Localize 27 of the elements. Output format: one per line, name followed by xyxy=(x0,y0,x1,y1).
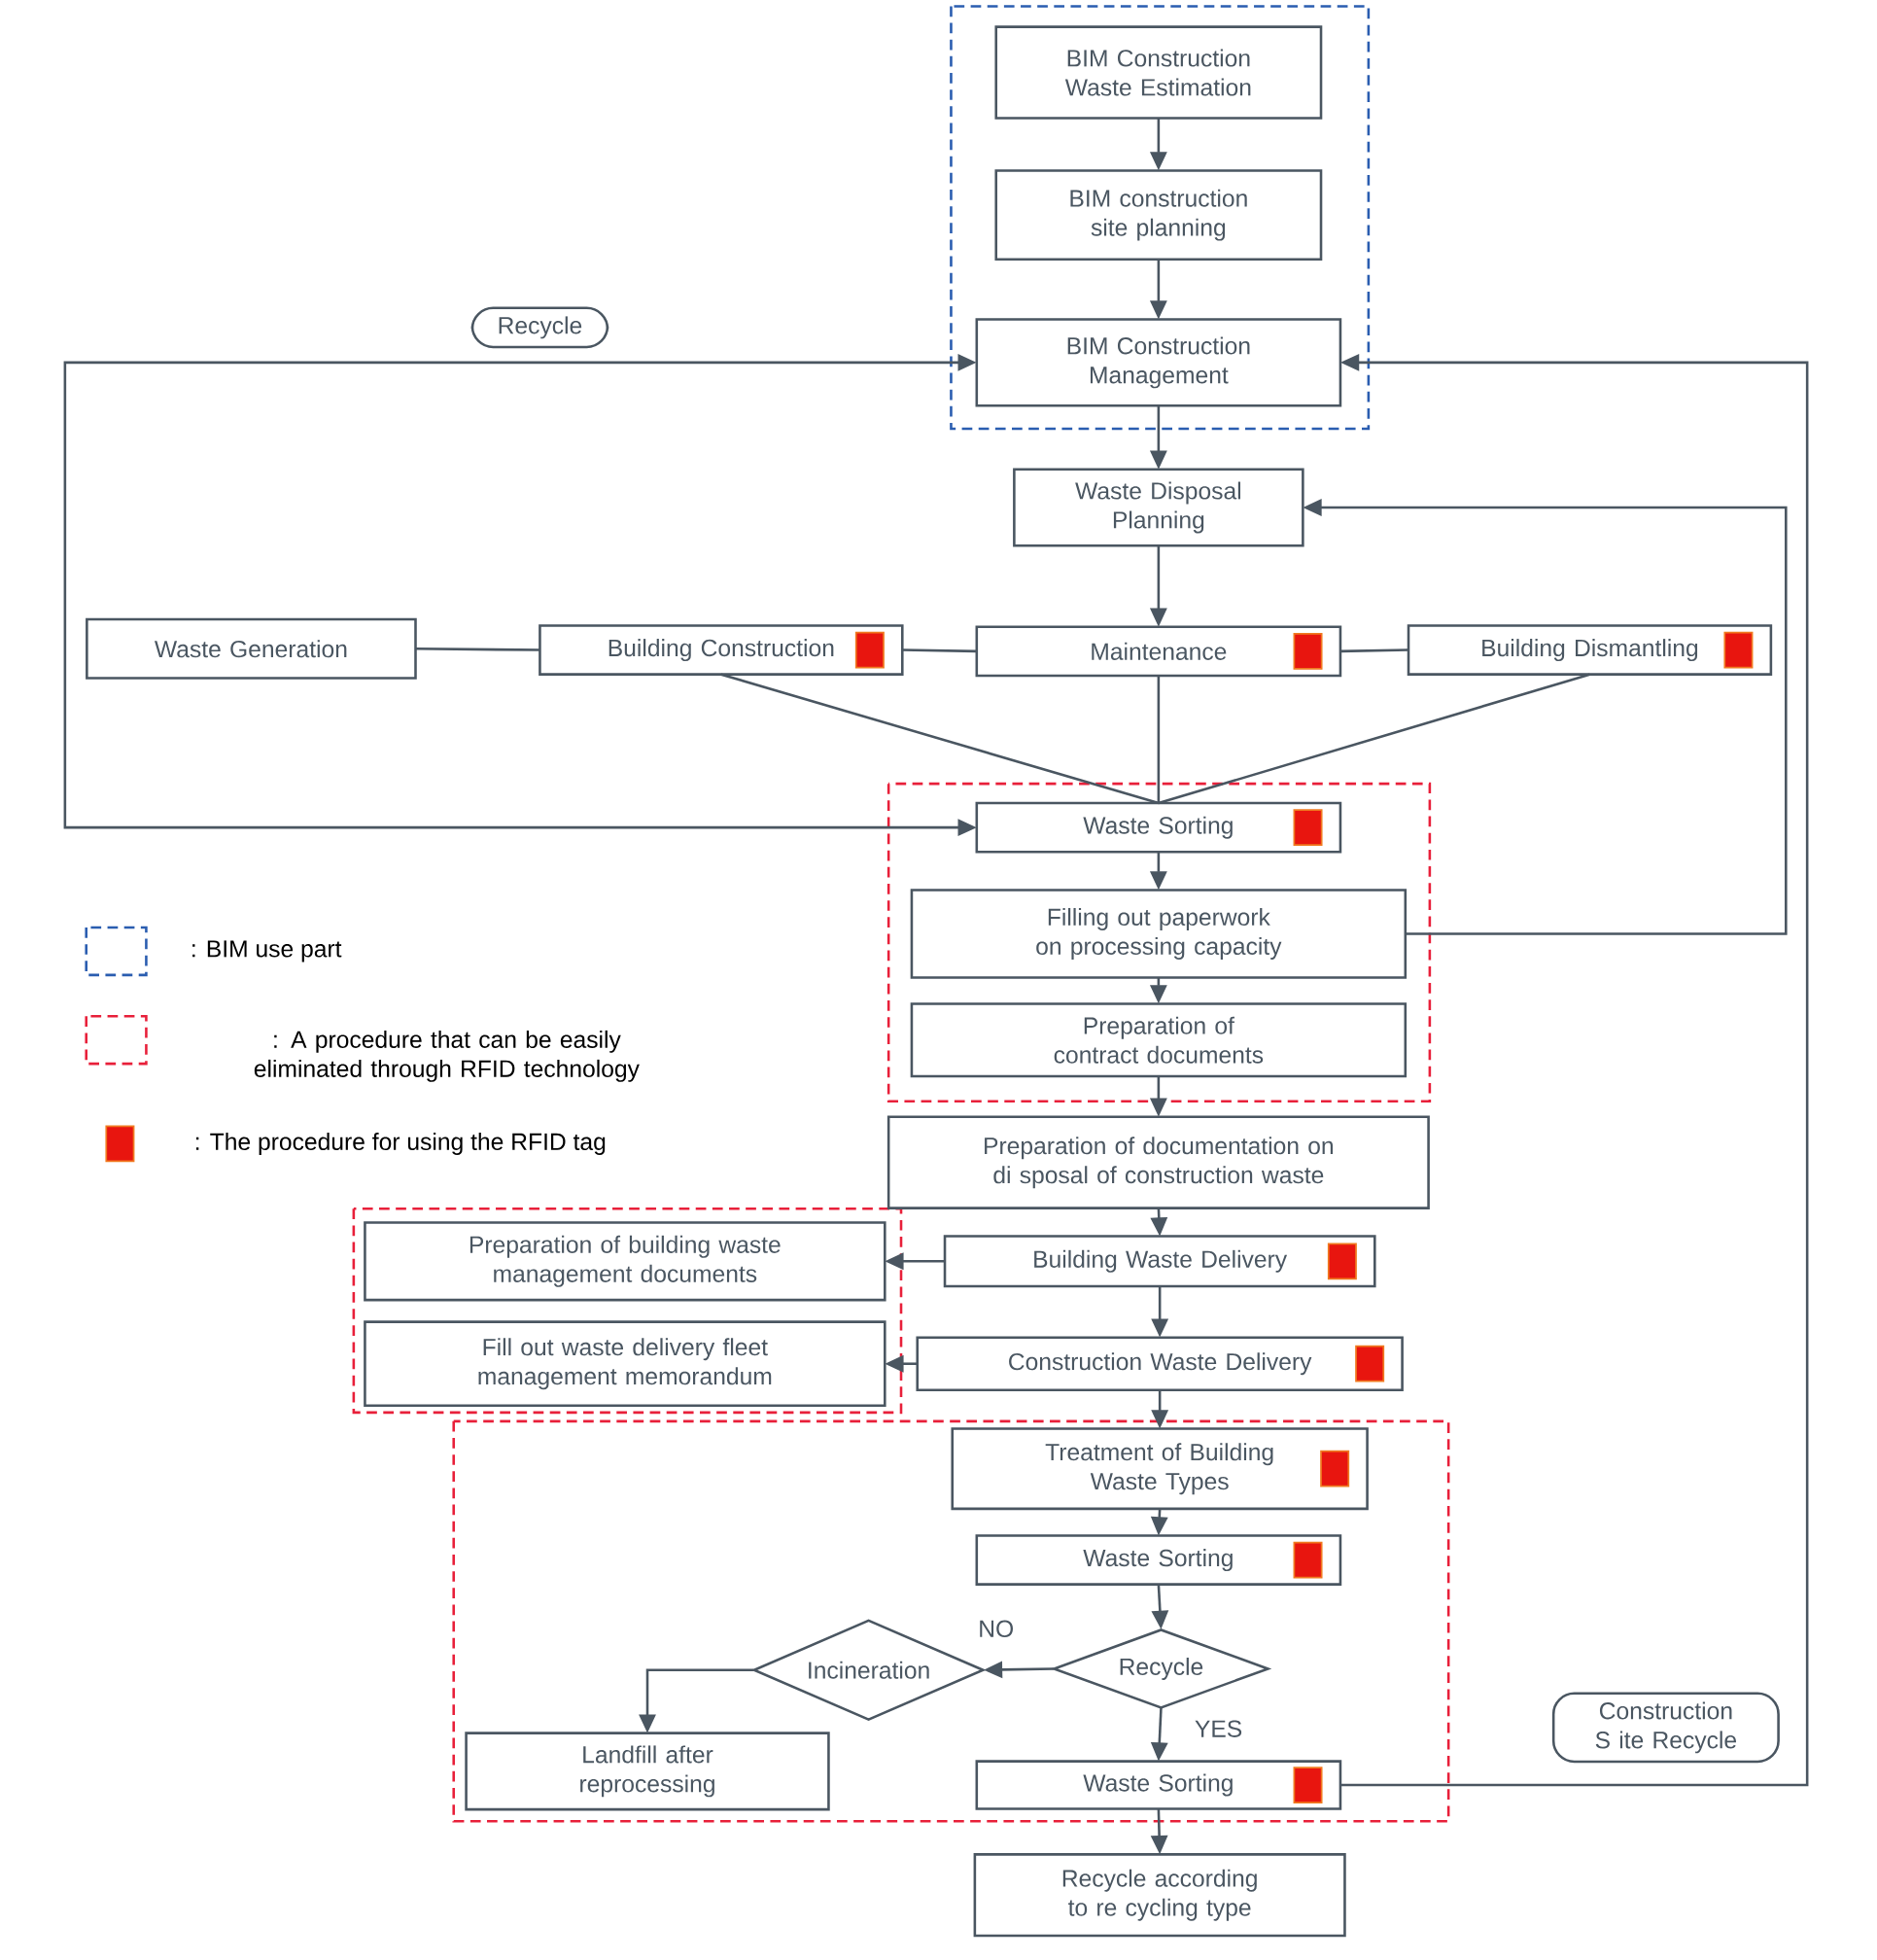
process-box: Waste Disposal Planning xyxy=(1013,468,1304,547)
edge-label: Construction S ite Recycle xyxy=(1551,1692,1780,1764)
process-box: Filling out paperwork on processing capacity xyxy=(910,889,1408,979)
process-box: Building Construction xyxy=(539,624,904,676)
edge-label: Recycle xyxy=(470,306,609,349)
process-box: Preparation of documentation on di sposal of construction waste xyxy=(886,1115,1430,1209)
process-box: Fill out waste delivery fleet management memorandum xyxy=(364,1320,886,1408)
edge-label: YES xyxy=(1192,1718,1245,1740)
process-box: Waste Generation xyxy=(86,617,417,680)
process-box: Building Dismantling xyxy=(1407,624,1773,676)
process-box: BIM Construction Management xyxy=(975,318,1342,407)
process-box: Maintenance xyxy=(975,625,1342,678)
legend-text: : BIM use part xyxy=(192,940,342,962)
process-box: Construction Waste Delivery xyxy=(916,1336,1404,1391)
process-box: Preparation of contract documents xyxy=(910,1002,1408,1078)
process-box: Preparation of building waste management documents xyxy=(364,1221,886,1302)
process-box: Recycle according to re cycling type xyxy=(973,1853,1346,1938)
process-box: BIM Construction Waste Estimation xyxy=(994,25,1323,120)
process-box: BIM construction site planning xyxy=(994,169,1323,262)
process-box: Waste Sorting xyxy=(975,801,1342,854)
legend-text: : The procedure for using the RFID tag xyxy=(195,1132,606,1155)
process-box: Waste Sorting xyxy=(975,1534,1342,1586)
process-box: Treatment of Building Waste Types xyxy=(951,1427,1369,1511)
process-box: Building Waste Delivery xyxy=(943,1235,1376,1288)
legend-text: : A procedure that can be easily eliminated through RFID technology xyxy=(254,1030,640,1082)
process-box: Waste Sorting xyxy=(975,1760,1342,1810)
process-box: Landfill after reprocessing xyxy=(465,1732,830,1811)
